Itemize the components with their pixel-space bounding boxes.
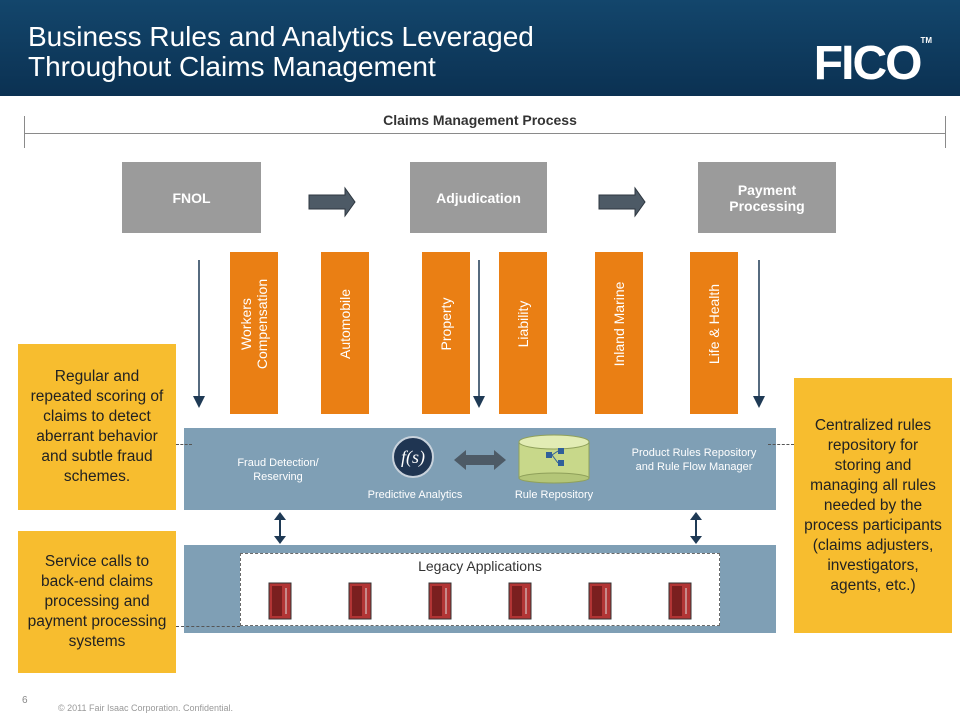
- predictive-analytics-label: Predictive Analytics: [367, 489, 463, 501]
- lob-liability: Liability: [499, 252, 547, 414]
- fico-logo: FICOTM: [814, 36, 932, 91]
- stage-adjudication: Adjudication: [410, 162, 547, 233]
- logo-tm: TM: [920, 36, 932, 45]
- server-icon: [668, 582, 692, 620]
- logo-text: FICO: [813, 37, 923, 90]
- process-label: Claims Management Process: [383, 112, 577, 128]
- process-bracket-left: [24, 116, 25, 148]
- flow-arrow-icon: [598, 186, 646, 218]
- callout-connector: [768, 444, 794, 445]
- down-arrow-icon: [753, 260, 765, 408]
- stage-fnol: FNOL: [122, 162, 261, 233]
- legacy-applications-title: Legacy Applications: [418, 558, 542, 574]
- title-line-2: Throughout Claims Management: [28, 51, 436, 82]
- lob-property: Property: [422, 252, 470, 414]
- process-bracket-right: [945, 116, 946, 148]
- fraud-detection-label: Fraud Detection/ Reserving: [237, 457, 319, 483]
- server-icon: [588, 582, 612, 620]
- bidirectional-arrow-icon: [274, 512, 286, 544]
- callout-service-calls: Service calls to back-end claims process…: [18, 531, 176, 673]
- server-icon: [268, 582, 292, 620]
- analytics-band: [184, 428, 776, 510]
- lob-life-health: Life & Health: [690, 252, 738, 414]
- rule-repository-label: Rule Repository: [514, 489, 594, 501]
- lob-automobile: Automobile: [321, 252, 369, 414]
- slide-title: Business Rules and Analytics Leveraged T…: [28, 22, 728, 82]
- predictive-analytics-icon: f(s): [392, 436, 434, 478]
- callout-connector: [176, 444, 192, 445]
- header-banner: [0, 0, 960, 96]
- lob-inland-marine: Inland Marine: [595, 252, 643, 414]
- double-arrow-icon: [454, 450, 506, 470]
- server-icon: [428, 582, 452, 620]
- bidirectional-arrow-icon: [690, 512, 702, 544]
- server-icon: [508, 582, 532, 620]
- page-number: 6: [22, 695, 28, 706]
- process-bracket-line: [24, 133, 946, 134]
- down-arrow-icon: [193, 260, 205, 408]
- server-icon: [348, 582, 372, 620]
- lob-workers-compensation: Workers Compensation: [230, 252, 278, 414]
- callout-scoring: Regular and repeated scoring of claims t…: [18, 344, 176, 510]
- rule-repository-icon: [518, 434, 590, 484]
- down-arrow-icon: [473, 260, 485, 408]
- copyright: © 2011 Fair Isaac Corporation. Confident…: [58, 703, 234, 713]
- product-rules-label: Product Rules Repository and Rule Flow M…: [631, 447, 757, 473]
- title-line-1: Business Rules and Analytics Leveraged: [28, 21, 534, 52]
- stage-payment-processing: Payment Processing: [698, 162, 836, 233]
- legacy-applications-box: [240, 553, 720, 626]
- flow-arrow-icon: [308, 186, 356, 218]
- callout-connector: [176, 626, 240, 627]
- callout-centralized: Centralized rules repository for storing…: [794, 378, 952, 633]
